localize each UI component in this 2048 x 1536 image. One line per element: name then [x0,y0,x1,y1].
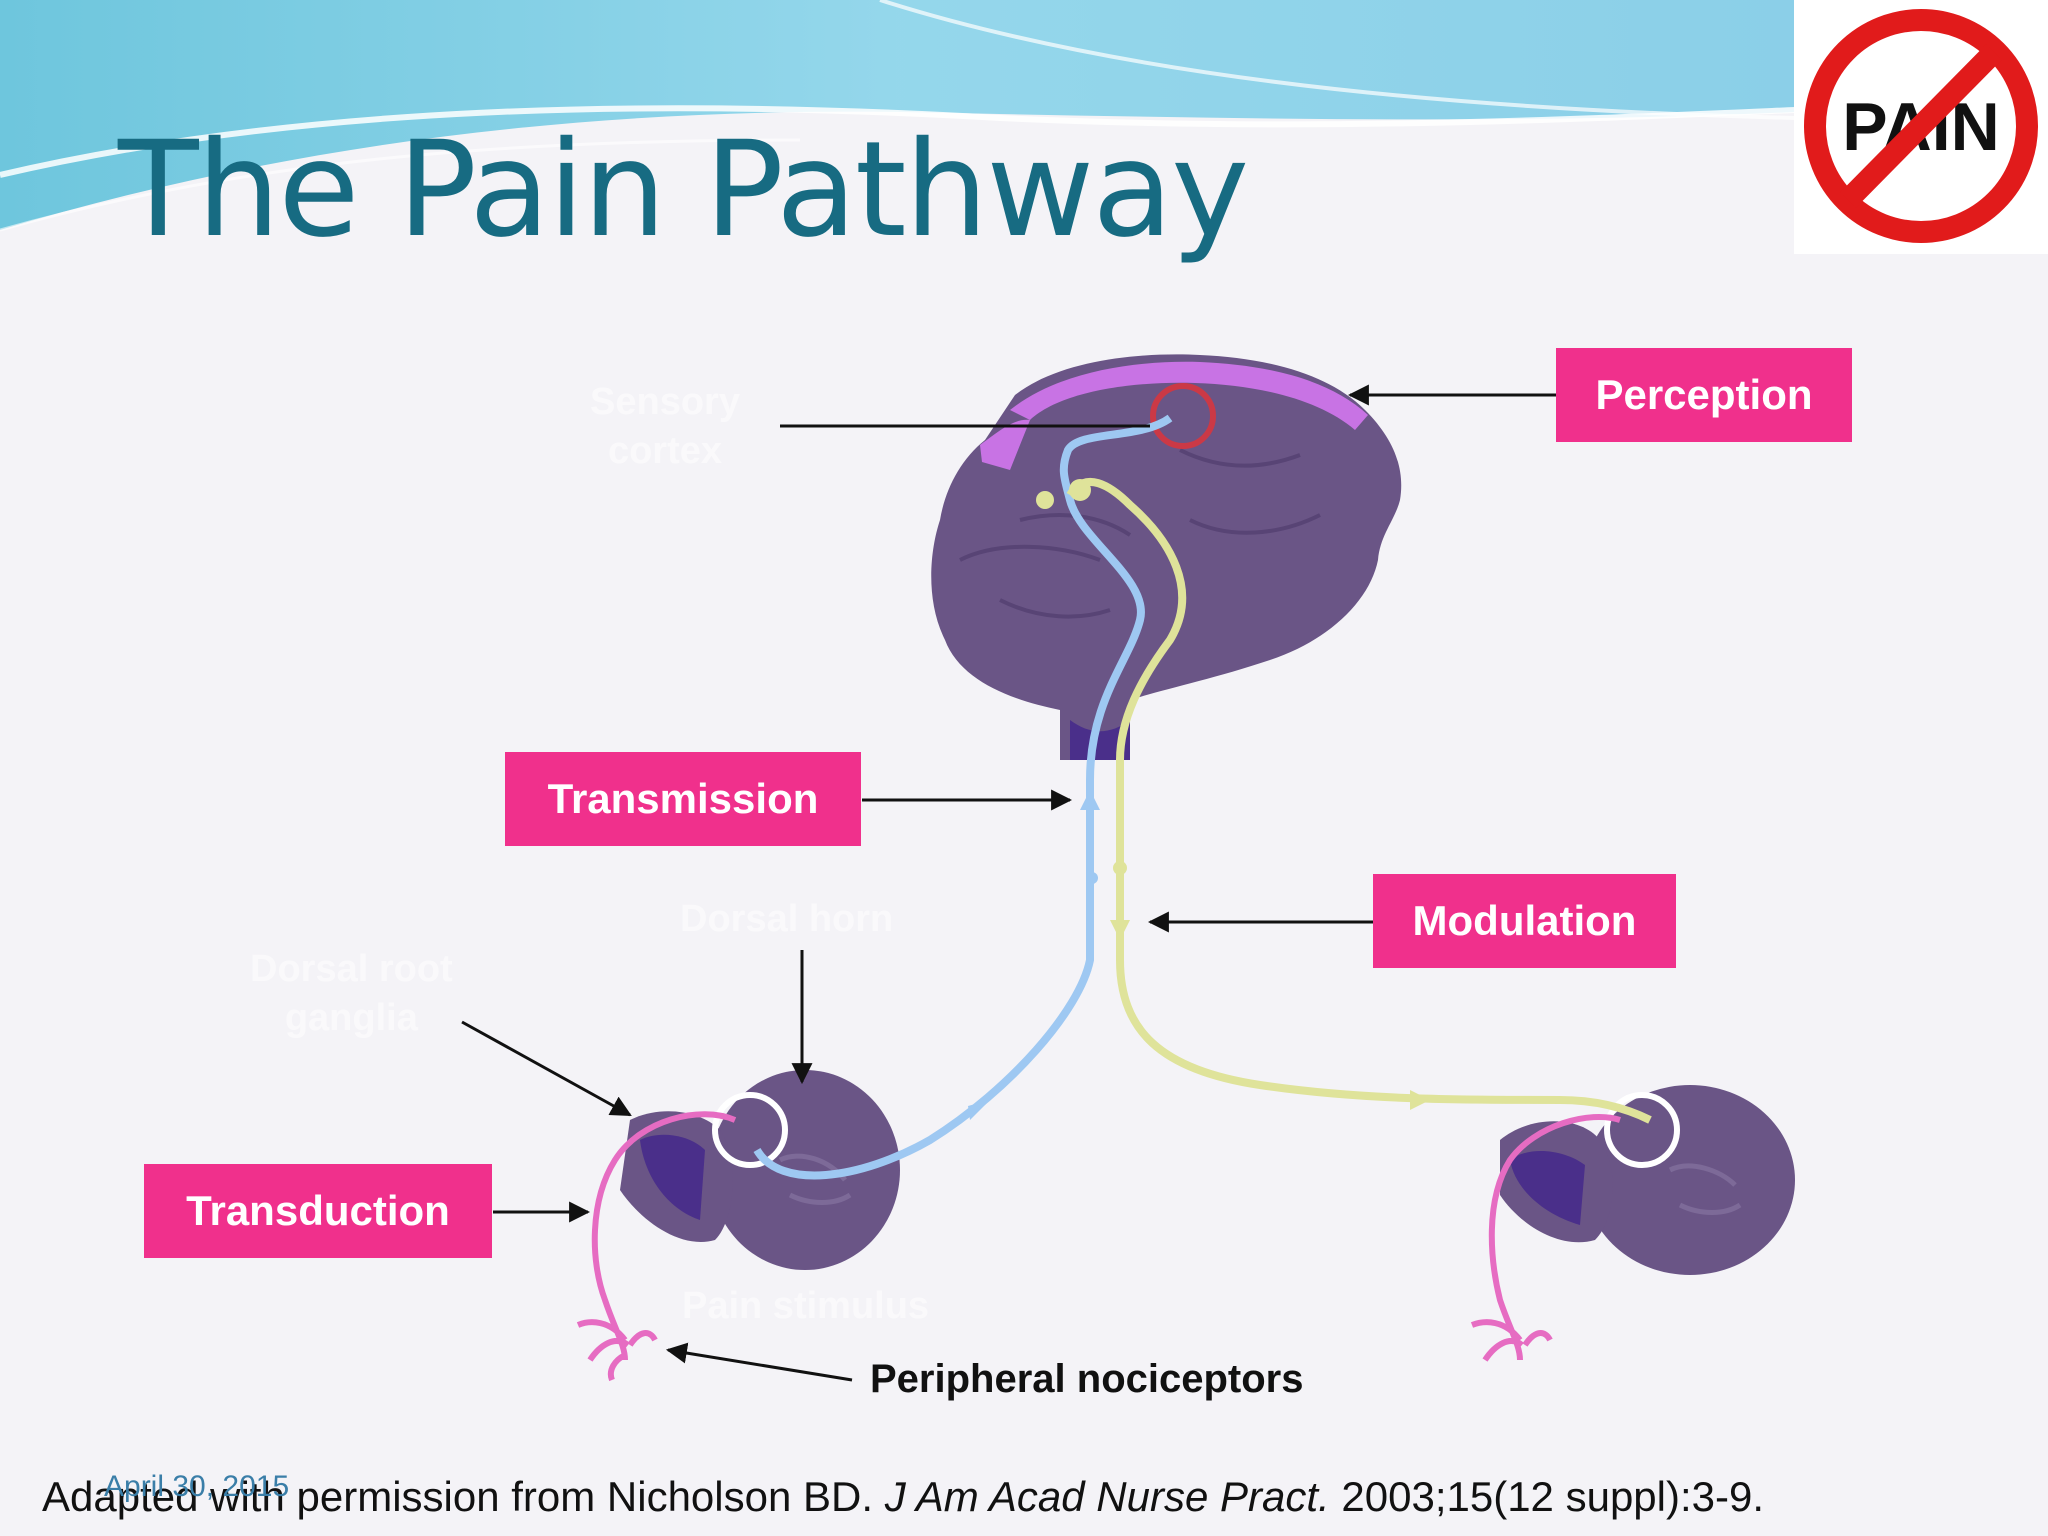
no-pain-icon: PAIN [1794,0,2048,254]
perception-label: Perception [1556,348,1852,442]
nociceptors-arrow [665,1342,853,1382]
citation: Adapted with permission from Nicholson B… [42,1473,1765,1520]
slide-date: April 30, 2015 [104,1470,290,1503]
descending-pathway [1066,477,1652,1124]
modulation-label: Modulation [1373,874,1676,968]
spinal-cord-left [620,1070,900,1270]
sensory-cortex-label: Sensory cortex [590,381,740,473]
dorsal-root-ganglia-label: Dorsal root ganglia [250,948,453,1040]
dorsal-root-ganglia-arrow [461,1020,632,1117]
transduction-label: Transduction [144,1164,492,1258]
transmission-label: Transmission [505,752,861,846]
nociceptor-right [1470,1114,1621,1362]
peripheral-nociceptors-label: Peripheral nociceptors [870,1357,1304,1401]
slide-title: The Pain Pathway [118,113,1249,267]
pain-stimulus-label: Pain stimulus [682,1285,930,1327]
ascending-pathway [753,414,1173,1180]
brain [931,354,1402,760]
nociceptor-left [576,1111,737,1382]
dorsal-horn-label: Dorsal horn [680,898,894,940]
spinal-cord-right [1500,1085,1795,1275]
header-wave [0,0,1796,232]
